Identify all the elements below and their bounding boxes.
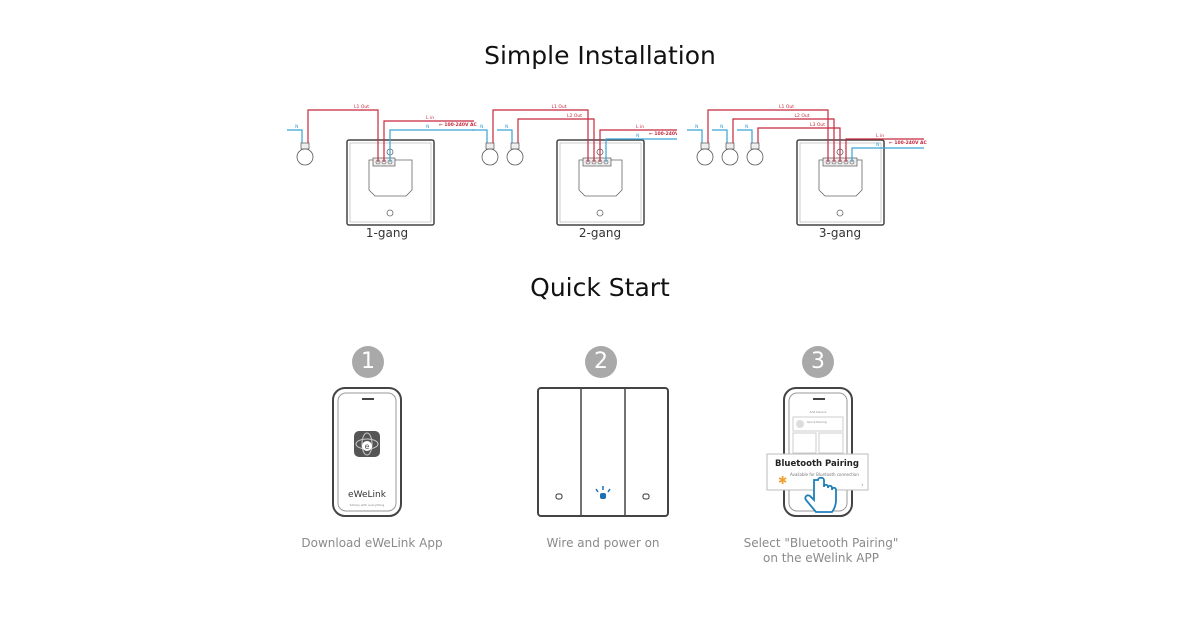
svg-text:e: e [365,442,370,451]
out-label: L2 Out [795,113,810,119]
neutral-in-label: N [636,133,639,139]
relay-housing [368,159,413,197]
screen-item-quick-pairing: Quick Pairing [807,420,827,424]
live-out-wire [732,118,835,162]
quickstart-title: Quick Start [530,273,670,302]
chevron-right-icon: › [861,481,864,489]
light-bulb-icon [296,148,314,166]
bulb-socket [700,142,710,150]
neutral-label: N [505,124,508,130]
phone-ewelink-illustration: e eWeLink Simply with everything [332,387,402,517]
live-out-wire [517,118,595,162]
live-in-wire [599,129,677,162]
step-3-caption-line1: Select "Bluetooth Pairing" [743,536,899,550]
neutral-wire [687,129,703,143]
out-label: L1 Out [354,104,369,110]
ewelink-logo-icon: e [354,431,380,457]
tap-hand-icon [804,476,837,513]
neutral-wire [472,129,488,143]
step-2-caption: Wire and power on [546,536,660,550]
neutral-wire [497,129,513,143]
bulb-socket [510,142,520,150]
ac-voltage-label: ← 100-240V AC [889,140,928,146]
out-label: L3 Out [810,122,825,128]
step-number-3: 3 [802,346,834,378]
neutral-label: N [720,124,723,130]
step-1-caption: Download eWeLink App [301,536,443,550]
light-bulb-icon [481,148,499,166]
live-in-label: L in [876,133,884,139]
out-label: L1 Out [779,104,794,110]
installation-title: Simple Installation [484,41,716,70]
neutral-label: N [695,124,698,130]
relay-housing [818,159,863,197]
neutral-wire [737,129,753,143]
neutral-in-wire [605,138,677,162]
out-label: L2 Out [567,113,582,119]
step-number-2: 2 [585,346,617,378]
gang-label-3: 3-gang [818,226,862,240]
neutral-in-label: N [426,124,429,130]
ac-voltage-label: ← 100-240V AC [439,122,478,128]
neutral-in-label: N [876,142,879,148]
light-bulb-icon [506,148,524,166]
live-in-label: L in [636,124,644,130]
neutral-wire [712,129,728,143]
bulb-socket [750,142,760,150]
neutral-label: N [295,124,298,130]
neutral-label: N [480,124,483,130]
live-out-wire [492,109,589,162]
neutral-in-wire [389,129,474,162]
led-indicator-left [555,493,563,500]
light-bulb-icon [696,148,714,166]
light-bulb-icon [721,148,739,166]
neutral-in-wire [851,147,924,162]
led-indicator-right [642,493,650,500]
mount-hole [596,209,604,217]
live-out-wire [707,109,829,162]
light-bulb-icon [746,148,764,166]
app-tagline: Simply with everything [350,503,385,507]
neutral-wire [287,129,303,143]
relay-housing [578,159,623,197]
live-in-wire [845,138,924,162]
gang-label-1: 1-gang [365,226,409,240]
step-3-caption-line2: on the eWelink APP [763,551,879,565]
bluetooth-icon: ✱ [778,474,787,487]
step-number-1: 1 [352,346,384,378]
live-in-label: L in [426,115,434,121]
led-indicator-lit-icon [595,486,611,499]
terminal-block [582,157,612,167]
ac-voltage-label: ← 100-240V AC [649,131,677,137]
bluetooth-pairing-card-subtitle: Available for Bluetooth connection [790,472,859,477]
screen-title: Add Device [809,410,826,414]
live-in-wire [383,120,474,162]
neutral-label: N [745,124,748,130]
live-out-wire [757,127,841,162]
app-name: eWeLink [348,490,387,500]
phone-bluetooth-pairing-illustration: Add Device Quick Pairing Bluetooth Pairi… [766,387,869,517]
live-out-wire [307,109,379,162]
bulb-socket [725,142,735,150]
bluetooth-pairing-card-title: Bluetooth Pairing [775,459,859,469]
three-gang-switch-illustration [537,387,669,517]
bulb-socket [485,142,495,150]
mount-hole [386,209,394,217]
gang-label-2: 2-gang [578,226,622,240]
out-label: L1 Out [552,104,567,110]
bulb-socket [300,142,310,150]
mount-hole [836,209,844,217]
